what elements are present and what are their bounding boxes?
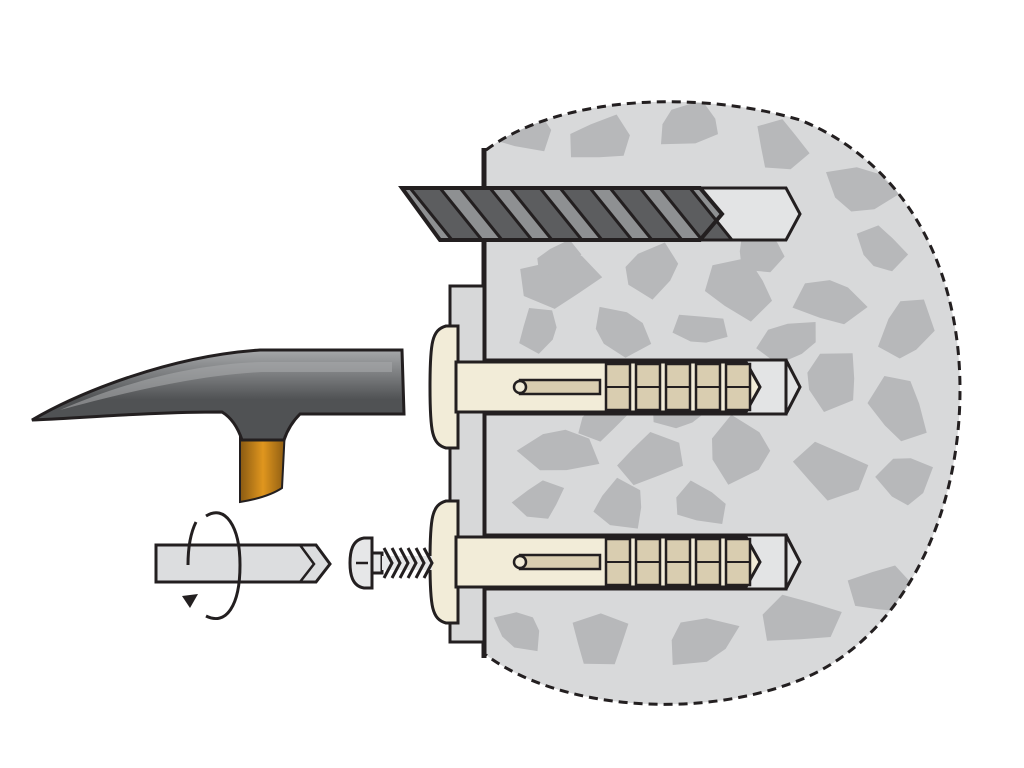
rotation-arrowhead bbox=[182, 594, 198, 608]
upper-plug-ribs bbox=[512, 362, 752, 412]
plug-rib bbox=[518, 553, 602, 571]
stone bbox=[519, 308, 557, 354]
screw-thread bbox=[382, 547, 394, 579]
lower-hole-tip bbox=[784, 534, 802, 590]
hammer-head-highlight bbox=[60, 362, 392, 410]
aggregate-stones bbox=[486, 101, 935, 665]
stone bbox=[826, 167, 900, 212]
plug-rib bbox=[512, 554, 528, 570]
wall-plug-icon bbox=[428, 324, 802, 450]
stone bbox=[856, 225, 909, 272]
rotation-arc-back bbox=[186, 521, 198, 566]
stone bbox=[762, 594, 842, 641]
stone bbox=[570, 114, 630, 158]
screw-thread bbox=[422, 547, 434, 579]
upper-plug-flange bbox=[428, 324, 460, 450]
lower-plug-flange bbox=[428, 499, 460, 625]
stone bbox=[792, 441, 869, 501]
plug-rib bbox=[512, 379, 528, 395]
stone bbox=[617, 432, 683, 486]
screwdriver-bit-icon bbox=[154, 543, 332, 584]
screw-neck bbox=[370, 551, 384, 575]
hammer-head bbox=[31, 348, 406, 442]
stone bbox=[516, 429, 600, 471]
screwdriver-bit-tip-line bbox=[298, 544, 316, 583]
stone bbox=[595, 306, 652, 358]
stone bbox=[671, 618, 740, 665]
screw-threads bbox=[382, 547, 434, 579]
stone bbox=[676, 480, 726, 524]
screw-thread bbox=[406, 547, 418, 579]
stone bbox=[847, 565, 914, 612]
plug-rib bbox=[518, 378, 602, 396]
rotation-arc-front bbox=[205, 511, 242, 620]
stone bbox=[875, 458, 933, 506]
stone bbox=[511, 480, 565, 519]
wall-section-dashed-edge bbox=[485, 100, 962, 706]
stone bbox=[712, 414, 771, 485]
drill-bit-outline bbox=[398, 186, 725, 242]
stone bbox=[593, 477, 642, 529]
screwdriver-bit-body bbox=[154, 543, 332, 584]
stone bbox=[672, 314, 728, 343]
stone bbox=[572, 613, 629, 665]
wall-plug-icon bbox=[428, 499, 802, 625]
stone bbox=[625, 242, 679, 300]
stone bbox=[493, 612, 540, 652]
stone bbox=[867, 376, 927, 442]
drill-bit-icon bbox=[398, 186, 802, 242]
stone bbox=[757, 119, 810, 170]
stone bbox=[792, 280, 868, 325]
stone bbox=[878, 299, 935, 359]
stone bbox=[807, 353, 855, 412]
stone bbox=[537, 239, 582, 276]
screw-thread bbox=[414, 547, 426, 579]
screw-thread bbox=[390, 547, 402, 579]
upper-hole-tip bbox=[784, 359, 802, 415]
screw-icon bbox=[348, 536, 434, 590]
stone bbox=[756, 322, 816, 365]
screw-thread bbox=[398, 547, 410, 579]
hammer-icon bbox=[31, 348, 406, 504]
lower-plug-ribs bbox=[512, 537, 752, 587]
stone bbox=[661, 101, 718, 145]
rotation-arrow-icon bbox=[182, 511, 242, 620]
stone bbox=[704, 257, 772, 322]
